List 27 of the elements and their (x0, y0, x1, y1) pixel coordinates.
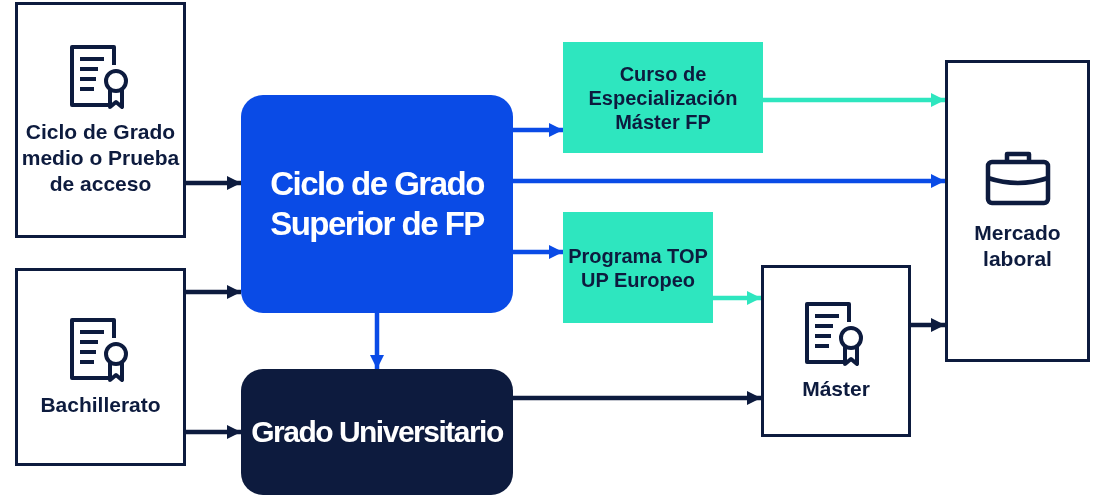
arrow (370, 313, 384, 369)
outlined-box (761, 265, 911, 437)
arrow (186, 425, 241, 439)
node-label: Programa TOP UP Europeo (567, 243, 709, 292)
process-box (241, 369, 513, 495)
process-box (563, 42, 763, 153)
node-label: Bachillerato (40, 391, 161, 418)
process-box (563, 212, 713, 323)
arrow (911, 318, 945, 332)
node-label: Grado Universitario (251, 414, 503, 451)
arrow (513, 123, 563, 137)
node-label: Ciclo de Grado Superior de FP (269, 164, 485, 244)
node-label: Ciclo de Grado medio o Prueba de acceso (20, 118, 181, 198)
arrow (513, 391, 761, 405)
node-label: Máster (802, 375, 870, 402)
outlined-box (15, 2, 186, 238)
arrow (763, 93, 945, 107)
outlined-box (15, 268, 186, 466)
arrow (513, 245, 563, 259)
node-label: Curso de Especialización Máster FP (587, 61, 739, 134)
arrow (713, 291, 761, 305)
node-label: Mercado laboral (973, 219, 1062, 272)
outlined-box (945, 60, 1090, 362)
arrow (513, 174, 945, 188)
arrow (186, 176, 241, 190)
arrow (186, 285, 241, 299)
process-box (241, 95, 513, 313)
